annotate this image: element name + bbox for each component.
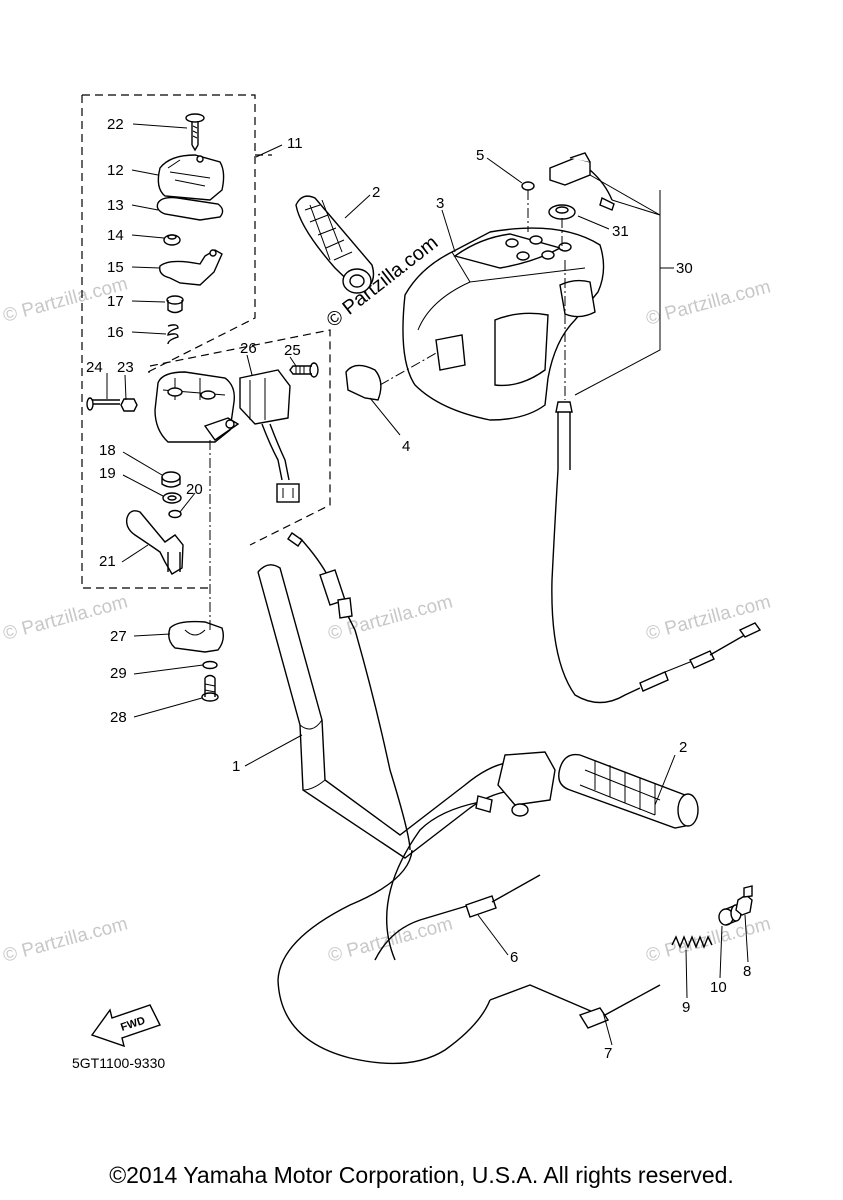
watermark: © Partzilla.com	[644, 591, 773, 644]
part-12-cover	[157, 154, 225, 201]
callout-28: 28	[110, 709, 127, 726]
callout-26: 26	[240, 340, 257, 357]
part-28-screw	[201, 674, 219, 702]
part-14-nut	[163, 234, 181, 246]
callout-2-upper: 2	[372, 184, 380, 201]
watermark: © Partzilla.com	[644, 276, 773, 329]
part-31-grommet	[548, 204, 576, 220]
fwd-arrow: FWD	[90, 1004, 161, 1048]
part-5-plug	[521, 181, 535, 191]
callout-12: 12	[107, 162, 124, 179]
part-25-screw	[289, 362, 319, 378]
callout-16: 16	[107, 324, 124, 341]
part-3-cover	[402, 227, 605, 421]
part-30-throttle-cable	[549, 152, 762, 704]
watermark: © Partzilla.com	[326, 913, 455, 966]
callout-14: 14	[107, 227, 124, 244]
watermarks: © Partzilla.com © Partzilla.com © Partzi…	[1, 232, 773, 967]
callout-10: 10	[710, 979, 727, 996]
callout-13: 13	[107, 197, 124, 214]
part-18-collar	[161, 471, 181, 488]
watermark: © Partzilla.com	[1, 913, 130, 966]
part-16-spring	[167, 324, 179, 345]
part-23-nut	[120, 398, 138, 412]
callout-30: 30	[676, 260, 693, 277]
callout-19: 19	[99, 465, 116, 482]
part-17-collar	[166, 295, 184, 314]
callout-1: 1	[232, 758, 240, 775]
leader-lines	[106, 123, 749, 1046]
callout-27: 27	[110, 628, 127, 645]
part-21-thumb-lever	[125, 510, 184, 575]
callouts: 22 12 13 14 15 17 16 11 2 3 5 31 30 4 24…	[86, 116, 751, 1062]
callout-8: 8	[743, 963, 751, 980]
callout-5: 5	[476, 147, 484, 164]
callout-25: 25	[284, 342, 301, 359]
part-13-gasket	[156, 196, 224, 221]
part-27-clamp	[168, 620, 225, 653]
callout-20: 20	[186, 481, 203, 498]
callout-23: 23	[117, 359, 134, 376]
callout-3: 3	[436, 195, 444, 212]
callout-15: 15	[107, 259, 124, 276]
callout-7: 7	[604, 1045, 612, 1062]
callout-4: 4	[402, 438, 410, 455]
callout-9: 9	[682, 999, 690, 1016]
callout-11: 11	[287, 135, 303, 152]
cables	[277, 532, 661, 1065]
callout-31: 31	[612, 223, 629, 240]
callout-29: 29	[110, 665, 127, 682]
part-4-plate	[345, 364, 382, 401]
part-19-washer	[162, 492, 182, 504]
callout-24: 24	[86, 359, 103, 376]
callout-22: 22	[107, 116, 124, 133]
copyright-notice: ©2014 Yamaha Motor Corporation, U.S.A. A…	[109, 1162, 734, 1188]
part-22-screw	[185, 113, 205, 152]
callout-17: 17	[107, 293, 124, 310]
part-8-nut	[735, 885, 753, 916]
part-2-grip-lower	[558, 753, 699, 829]
part-26-switch	[239, 369, 300, 503]
callout-2-lower: 2	[679, 739, 687, 756]
part-2-grip-upper	[295, 195, 375, 294]
diagram-code: 5GT1100-9330	[72, 1055, 165, 1071]
watermark: © Partzilla.com	[644, 913, 773, 966]
part-24-screw	[86, 397, 120, 411]
part-15-lever	[159, 249, 223, 286]
switch-assembly-boxes	[81, 94, 331, 589]
part-9-spring	[671, 935, 713, 949]
part-20-clip	[168, 509, 182, 519]
callout-21: 21	[99, 553, 116, 570]
callout-18: 18	[99, 442, 116, 459]
part-11-throttle-housing	[154, 371, 240, 443]
callout-6: 6	[510, 949, 518, 966]
part-29-washer	[202, 660, 218, 670]
